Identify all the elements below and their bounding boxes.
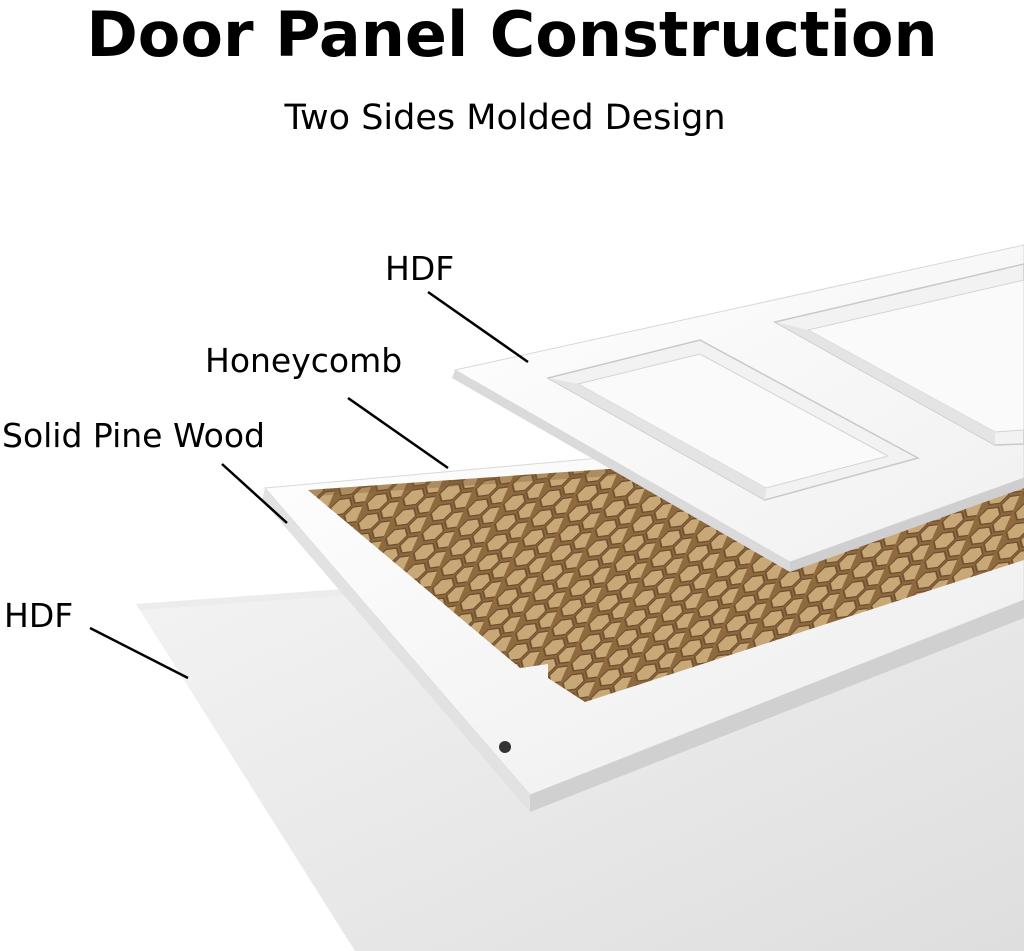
leader-line-hdf-top [427,290,529,364]
label-solid-pine-wood: Solid Pine Wood [2,416,265,455]
page-subtitle: Two Sides Molded Design [284,98,726,138]
leader-line-solid-pine-wood [221,463,288,524]
page-title: Door Panel Construction [86,0,938,71]
label-honeycomb: Honeycomb [205,341,403,380]
molded-panel-right [772,263,1024,446]
label-hdf-top: HDF [385,249,455,288]
leader-lines [89,290,529,680]
leader-line-honeycomb [347,396,449,470]
leader-line-hdf-bottom [89,626,189,680]
molded-panel-left [545,339,920,501]
hdf-top-molded-panel [452,244,1024,572]
dowel-hole-icon [499,741,511,753]
label-hdf-bottom: HDF [4,596,74,635]
